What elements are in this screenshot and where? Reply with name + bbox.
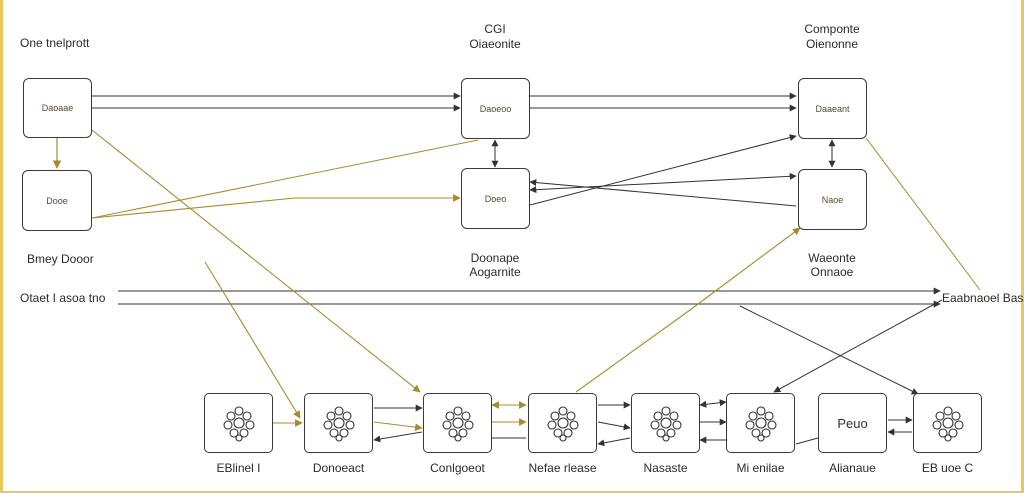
node-box-6 <box>726 393 795 453</box>
node-box-2 <box>304 393 373 453</box>
box-mid-mid-label: Doeo <box>484 193 507 204</box>
link-mm-tr <box>529 134 797 206</box>
header-right-subtitle: Oienonne <box>805 37 859 51</box>
node-label-8: EB uoe C <box>921 461 974 475</box>
node-box-7: Peuo <box>818 393 887 453</box>
cluster-icon <box>222 406 255 442</box>
section-label-right-subtitle: Onnaoe <box>810 265 854 279</box>
node-label-5: Nasaste <box>643 461 688 475</box>
box-top-left: Daoaae <box>23 78 92 138</box>
box-top-right: Daaeant <box>798 78 867 139</box>
box-top-mid-label: Daoeoo <box>479 103 512 114</box>
node-box-1 <box>204 393 273 453</box>
node-box-3 <box>423 393 492 453</box>
box-top-right-label: Daaeant <box>815 103 850 114</box>
cluster-icon <box>546 406 579 442</box>
link-tr-bus <box>865 137 981 291</box>
link-n2-n3-c <box>373 431 423 443</box>
link-mm-mr-2 <box>529 172 797 194</box>
link-bus-n8 <box>739 305 919 395</box>
link-n6-n7 <box>795 437 819 445</box>
node-label-1: EBlinel I <box>216 461 261 475</box>
header-right-title: Componte <box>804 22 860 36</box>
header-mid-title: CGI <box>484 22 506 36</box>
node-label-3: Conlgoeot <box>430 461 485 475</box>
link-n4-n5-c <box>597 437 631 447</box>
node-box-text: Peuo <box>837 415 868 431</box>
node-box-5 <box>631 393 700 453</box>
box-mid-mid: Doeo <box>461 168 530 229</box>
node-label-6: Mi enilae <box>736 461 785 475</box>
box-mid-left-label: Dooe <box>46 195 68 206</box>
box-mid-left: Dooe <box>22 170 92 231</box>
bus-label-right: Eaabnaoel Bas <box>942 291 1024 305</box>
box-top-mid: Daoeoo <box>461 78 530 139</box>
node-label-2: Donoeact <box>312 461 365 475</box>
link-tl-n3 <box>91 129 421 393</box>
link-n4-n5-b <box>597 421 631 431</box>
link-n5-n6-a <box>699 399 727 408</box>
cluster-icon <box>322 406 355 442</box>
cluster-icon <box>744 406 777 442</box>
link-bus-n6 <box>773 299 943 393</box>
link-mm-mr-1 <box>529 179 797 207</box>
node-label-4: Nefae rlease <box>528 461 597 475</box>
link-ml-mm <box>91 194 461 219</box>
header-left: One tnelprott <box>20 36 90 50</box>
cluster-icon <box>931 406 964 442</box>
link-n4-mr <box>575 227 801 393</box>
section-label-right-title: Waeonte <box>808 251 856 265</box>
node-box-8 <box>913 393 982 453</box>
section-label-left: Bmey Dooor <box>27 252 94 266</box>
cluster-icon <box>441 406 474 442</box>
bus-label-left: Otaet I asoa tno <box>20 291 106 305</box>
header-mid-subtitle: Oiaeonite <box>469 37 521 51</box>
cluster-icon <box>649 406 682 442</box>
box-mid-right: Naoe <box>798 169 867 230</box>
link-n2-n3-b <box>373 421 423 431</box>
node-label-7: Alianaue <box>829 461 876 475</box>
section-label-mid-subtitle: Aogarnite <box>469 265 521 279</box>
node-box-4 <box>528 393 597 453</box>
box-top-left-label: Daoaae <box>41 103 74 113</box>
link-ml-tm <box>91 139 479 219</box>
section-label-mid-title: Doonape <box>470 251 520 265</box>
box-mid-right-label: Naoe <box>821 194 844 205</box>
link-bus-n2 <box>204 261 301 419</box>
